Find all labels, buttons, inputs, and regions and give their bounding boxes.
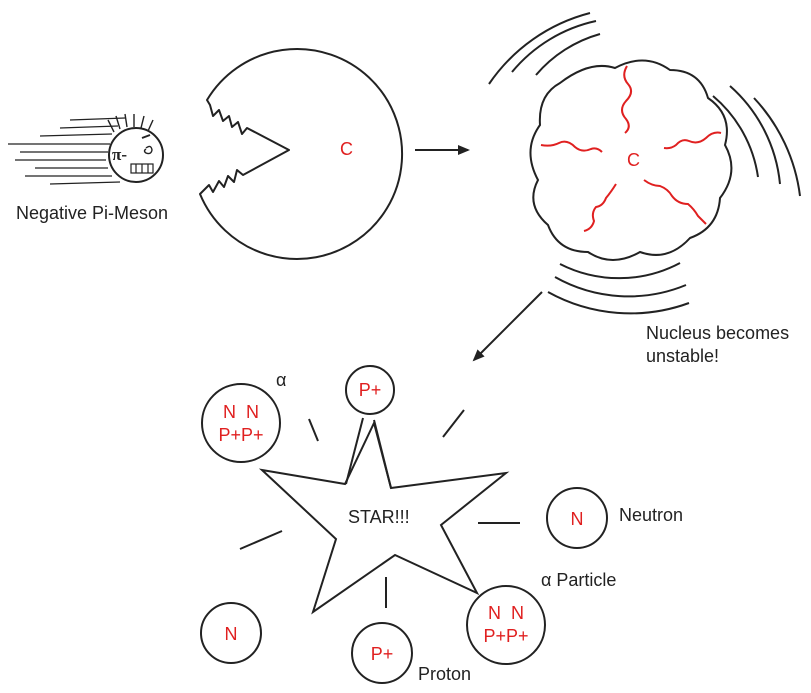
pacman-nucleus: C [199, 47, 404, 260]
proton-top: P+ [345, 365, 395, 489]
nucleus-after-label: C [627, 150, 640, 170]
proton-bottom: P+ Proton [351, 622, 471, 684]
motion-lines [8, 117, 126, 185]
proton-top-label: P+ [359, 380, 382, 400]
proton-bottom-label: P+ [371, 644, 394, 664]
alpha-symbol-label: α [276, 370, 286, 390]
unstable-label-line2: unstable! [646, 346, 719, 366]
wavy-nucleus-boundary [529, 59, 733, 261]
pi-meson-body [108, 127, 164, 183]
star-explosion: STAR!!! [258, 420, 510, 615]
proton-label: Proton [418, 664, 471, 684]
alpha-bottom-right-line2: P+P+ [483, 626, 528, 646]
pacman-body [199, 47, 404, 260]
alpha-particle-bottom-right: N N P+P+ α Particle [466, 570, 616, 665]
meson-eye-icon [141, 134, 153, 155]
neutron-label: Neutron [619, 505, 683, 525]
unstable-nucleus: C Nucleus becomes unstable! [488, 12, 801, 366]
neutron-right: N Neutron [546, 487, 683, 549]
alpha-bottom-right-line1: N N [488, 603, 524, 623]
meson-hair [107, 113, 154, 133]
alpha-particle-top-left: N N P+P+ α [201, 370, 286, 463]
neutron-bottom-left-label: N [225, 624, 238, 644]
star-shape [258, 420, 510, 615]
neutron-bottom-left: N [200, 602, 262, 664]
pi-meson-label: Negative Pi-Meson [16, 203, 168, 223]
alpha-top-left-line1: N N [223, 402, 259, 422]
arrow-down-left [472, 291, 543, 362]
alpha-particle-label: α Particle [541, 570, 616, 590]
debris-lines [239, 409, 520, 608]
vibration-arcs [488, 12, 801, 315]
star-label: STAR!!! [348, 507, 410, 527]
meson-mouth-icon [130, 163, 154, 174]
neutron-right-label: N [571, 509, 584, 529]
alpha-top-left-line2: P+P+ [218, 425, 263, 445]
meson-face-label: π- [112, 145, 127, 164]
unstable-label-line1: Nucleus becomes [646, 323, 789, 343]
fracture-lines [540, 65, 722, 232]
nucleus-before-label: C [340, 139, 353, 159]
pi-meson-group: π- Negative Pi-Meson [8, 113, 168, 223]
